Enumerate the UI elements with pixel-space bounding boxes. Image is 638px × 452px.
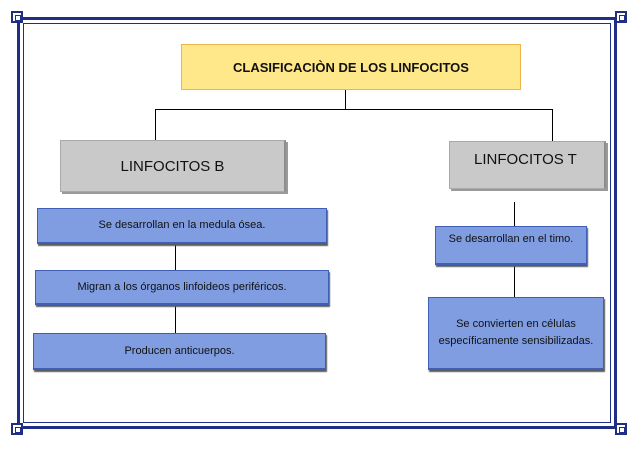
corner-ornament-top-left [11,11,23,23]
b-item-develop: Se desarrollan en la medula ósea. [37,208,327,244]
connector-b-item1-item2 [175,244,176,270]
b-item-develop-text: Se desarrollan en la medula ósea. [98,219,266,231]
b-item-migrate: Migran a los órganos linfoideos periféri… [35,270,329,305]
connector-b-item2-item3 [175,305,176,333]
b-item-migrate-text: Migran a los órganos linfoideos periféri… [77,280,287,293]
connector-t-to-item1 [514,202,515,226]
corner-ornament-bottom-right [615,423,627,435]
connector-horizontal [155,109,553,110]
diagram-title-text: CLASIFICACIÒN DE LOS LINFOCITOS [233,59,469,75]
t-item-develop: Se desarrollan en el timo. [435,226,587,265]
t-item-develop-text: Se desarrollan en el timo. [448,233,574,245]
category-linfocitos-t: LINFOCITOS T [449,141,606,189]
category-linfocitos-t-label: LINFOCITOS T [474,151,577,168]
category-linfocitos-b: LINFOCITOS B [60,140,286,192]
category-linfocitos-b-label: LINFOCITOS B [120,157,225,175]
corner-ornament-top-right [615,11,627,23]
t-item-sensitized-text: Se convierten en células específicamente… [438,318,594,347]
t-item-sensitized: Se convierten en células específicamente… [428,297,604,370]
corner-ornament-bottom-left [11,423,23,435]
page-border-outer [17,17,617,429]
page-border-inner [23,23,611,423]
connector-t-item1-item2 [514,265,515,297]
b-item-antibodies-text: Producen anticuerpos. [124,344,235,357]
connector-to-linfocitos-t [552,109,553,141]
diagram-title: CLASIFICACIÒN DE LOS LINFOCITOS [181,44,521,90]
connector-to-linfocitos-b [155,109,156,140]
b-item-antibodies: Producen anticuerpos. [33,333,326,370]
connector-title-down [345,90,346,110]
